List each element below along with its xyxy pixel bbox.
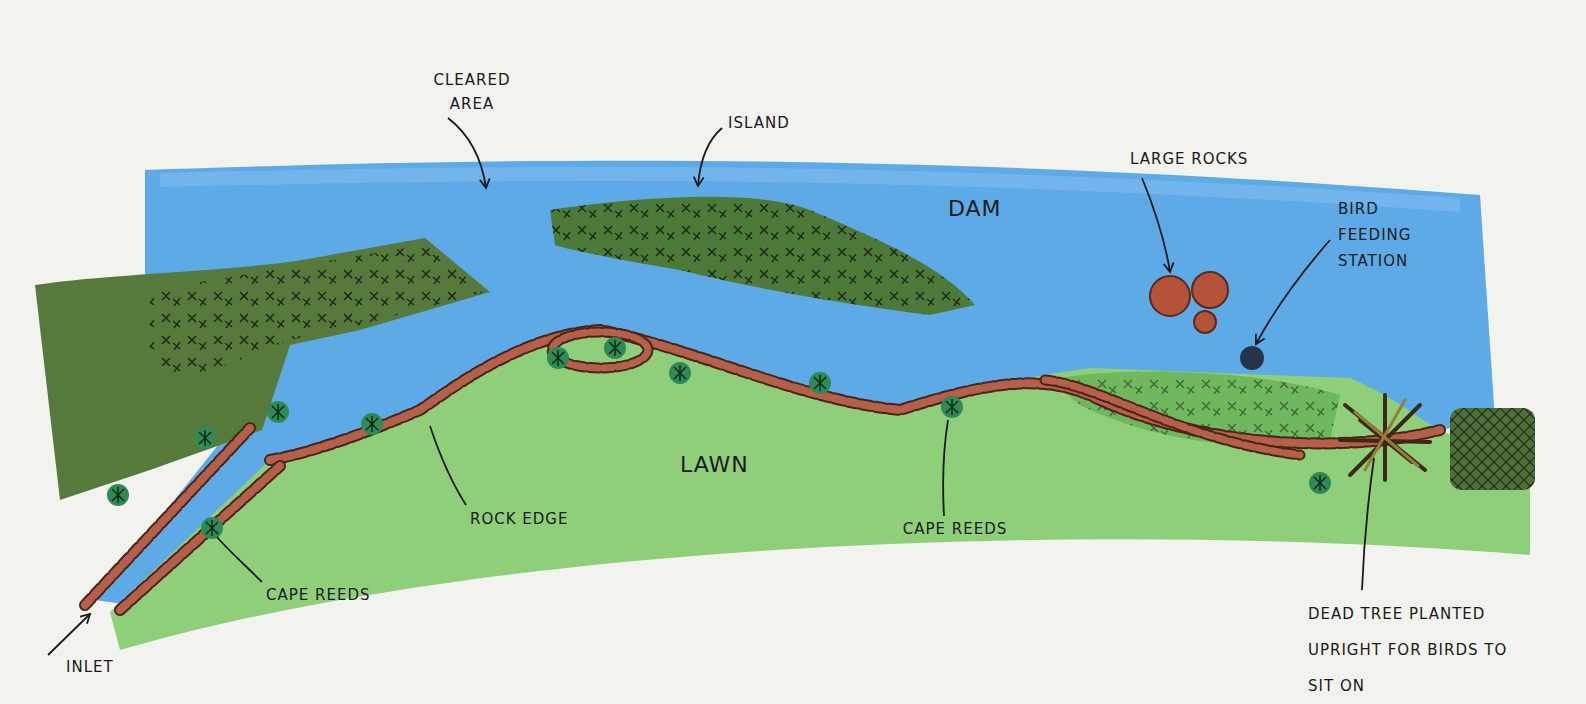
callout-label: DEAD TREE PLANTED UPRIGHT FOR BIRDS TO S… <box>1308 596 1538 704</box>
callout-text: BIRD FEEDING STATION <box>1338 200 1411 270</box>
island <box>550 197 975 315</box>
bird-feeding-station <box>1240 346 1264 370</box>
callout-label: LARGE ROCKS <box>1130 148 1290 170</box>
callout-label: CLEARED AREA <box>412 68 532 116</box>
callout-label: CAPE REEDS <box>890 518 1020 540</box>
region-label: DAM <box>948 196 1002 221</box>
large-rocks <box>1150 272 1228 333</box>
cape-reeds <box>107 337 1331 539</box>
lawn-area <box>110 330 1530 650</box>
region-label: LAWN <box>680 452 749 477</box>
callout-label: BIRD FEEDING STATION <box>1338 196 1438 274</box>
dead-tree <box>1340 395 1430 480</box>
callout-text: DEAD TREE PLANTED UPRIGHT FOR BIRDS TO S… <box>1308 605 1507 695</box>
callout-text: CAPE REEDS <box>266 586 370 604</box>
callout-text: CAPE REEDS <box>903 520 1007 538</box>
shrub <box>1450 408 1535 490</box>
rock-edge <box>85 330 1440 610</box>
callout-text: ISLAND <box>728 114 790 132</box>
callout-label: INLET <box>66 656 146 678</box>
callout-label: ISLAND <box>728 112 818 134</box>
leader-lines <box>48 118 1374 655</box>
callout-text: ROCK EDGE <box>470 510 568 528</box>
callout-text: INLET <box>66 658 114 676</box>
left-vegetation <box>35 238 490 500</box>
callout-text: CLEARED AREA <box>433 71 510 113</box>
region-name: DAM <box>948 196 1002 221</box>
region-name: LAWN <box>680 452 749 477</box>
callout-label: ROCK EDGE <box>470 508 600 530</box>
callout-text: LARGE ROCKS <box>1130 150 1248 168</box>
callout-label: CAPE REEDS <box>266 584 396 606</box>
